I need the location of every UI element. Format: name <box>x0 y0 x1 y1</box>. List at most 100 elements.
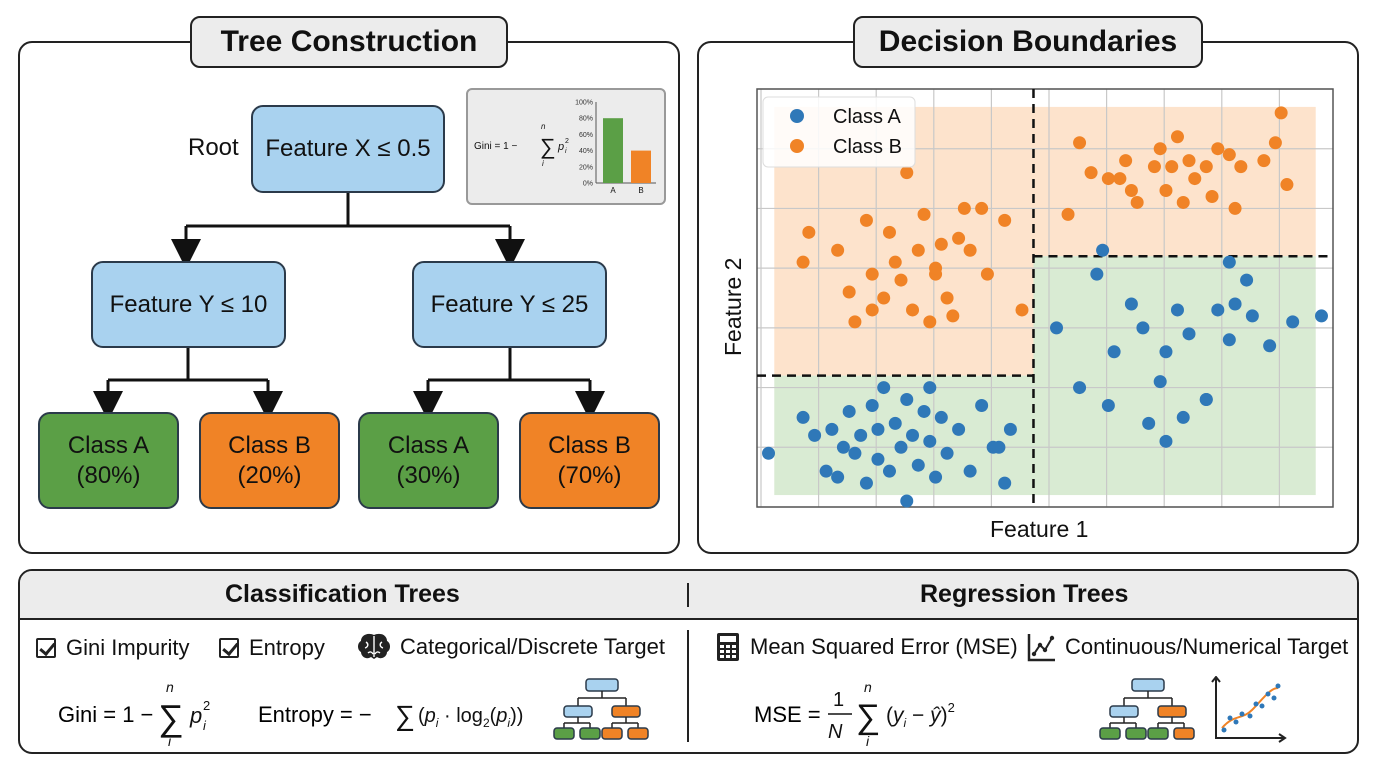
plot-grid <box>757 88 1333 508</box>
data-point <box>1199 160 1213 174</box>
inset-y-ticks: 100%80%60%40%20%0% <box>575 100 593 188</box>
trend-line-icon <box>1027 634 1055 662</box>
leaf-node-3: Class A(30%) <box>358 412 499 509</box>
svg-text:1: 1 <box>833 689 844 711</box>
data-point <box>900 494 914 508</box>
data-point <box>911 458 925 472</box>
data-point <box>900 166 914 180</box>
data-point <box>1222 148 1236 162</box>
data-point <box>1101 398 1115 412</box>
inset-y-tick: 40% <box>579 148 593 155</box>
entropy-item: Entropy <box>219 635 325 661</box>
gini-impurity-item: Gini Impurity <box>36 635 189 661</box>
data-point <box>929 261 943 275</box>
leaf-node-4: Class B(70%) <box>519 412 660 509</box>
region-class-b-right <box>1033 106 1316 257</box>
data-point <box>1084 166 1098 180</box>
continuous-target-label: Continuous/Numerical Target <box>1065 634 1349 659</box>
data-point <box>865 267 879 281</box>
inset-bar-a <box>603 118 623 183</box>
data-point <box>1130 195 1144 209</box>
data-point <box>796 255 810 269</box>
decision-boundaries-title: Decision Boundaries <box>853 16 1203 68</box>
calculator-icon <box>717 633 739 661</box>
data-point <box>1211 142 1225 156</box>
data-point <box>906 303 920 317</box>
data-point <box>882 464 896 478</box>
tree-connectors <box>93 193 605 421</box>
data-point <box>975 398 989 412</box>
data-point <box>1153 142 1167 156</box>
classification-formulas: Gini = 1 − ∑ n i p i 2 Entropy = − ∑ (pi… <box>58 679 523 749</box>
inset-y-tick: 80% <box>579 116 593 123</box>
data-point <box>1124 184 1138 198</box>
y-axis-label: Feature 2 <box>720 257 746 356</box>
data-point <box>802 225 816 239</box>
root-label: Root <box>188 134 239 161</box>
data-point <box>1280 178 1294 192</box>
brain-icon <box>358 633 390 659</box>
inset-bar-label: B <box>638 186 643 195</box>
data-point <box>975 201 989 215</box>
data-point <box>831 243 845 257</box>
data-point <box>1061 207 1075 221</box>
inset-formula-prefix: Gini = 1 − <box>474 141 518 152</box>
data-point <box>1228 201 1242 215</box>
checkbox-icon <box>36 638 56 658</box>
entropy-label: Entropy <box>249 635 325 660</box>
data-point <box>1245 309 1259 323</box>
gini-inset-graphic: Gini = 1 − ∑ n i p i 2 100%80%60%40%20%0… <box>474 100 656 195</box>
categorical-target-item: Categorical/Discrete Target <box>356 632 665 662</box>
data-point <box>998 476 1012 490</box>
mse-label: Mean Squared Error (MSE) <box>750 634 1018 659</box>
inset-bar-label: A <box>610 186 616 195</box>
mse-item: Mean Squared Error (MSE) <box>716 632 1018 662</box>
data-point <box>923 381 937 395</box>
entropy-formula-prefix: Entropy = − <box>258 702 372 727</box>
data-point <box>998 213 1012 227</box>
svg-text:∑: ∑ <box>856 698 880 736</box>
svg-text:i: i <box>168 733 172 749</box>
mini-tree-icon <box>553 678 649 740</box>
data-point <box>1159 184 1173 198</box>
data-point <box>1240 273 1254 287</box>
svg-text:2: 2 <box>565 138 569 145</box>
data-point <box>923 434 937 448</box>
tree-construction-title: Tree Construction <box>190 16 508 68</box>
root-node: Feature X ≤ 0.5 <box>251 105 445 193</box>
data-point <box>1222 333 1236 347</box>
data-point <box>940 291 954 305</box>
data-point <box>877 381 891 395</box>
series-class-a <box>762 243 1328 508</box>
mini-tree-icon <box>1099 678 1195 740</box>
data-point <box>1119 154 1133 168</box>
legend-marker <box>790 139 804 153</box>
data-point <box>1159 345 1173 359</box>
mse-formula-prefix: MSE = <box>754 702 821 727</box>
data-point <box>865 398 879 412</box>
gini-impurity-label: Gini Impurity <box>66 635 190 660</box>
data-point <box>1090 267 1104 281</box>
inset-y-tick: 0% <box>583 181 593 188</box>
data-point <box>1268 136 1282 150</box>
leaf-node-2: Class B(20%) <box>199 412 340 509</box>
inset-y-tick: 20% <box>579 164 593 171</box>
data-point <box>808 428 822 442</box>
classification-trees-title: Classification Trees <box>225 580 460 608</box>
svg-text:i: i <box>542 159 544 168</box>
svg-text:(yi − ŷ)2: (yi − ŷ)2 <box>886 700 955 730</box>
data-point <box>1159 434 1173 448</box>
data-point <box>1222 255 1236 269</box>
leaf-3-pct: (30%) <box>396 461 461 489</box>
right-split-node: Feature Y ≤ 25 <box>412 261 607 348</box>
data-point <box>917 404 931 418</box>
leaf-2-class: Class B <box>228 431 311 459</box>
data-point <box>1170 303 1184 317</box>
data-point <box>1073 136 1087 150</box>
data-point <box>1003 422 1017 436</box>
svg-text:p: p <box>189 703 202 728</box>
data-point <box>1182 154 1196 168</box>
data-point <box>888 416 902 430</box>
data-point <box>1234 160 1248 174</box>
data-point <box>1257 154 1271 168</box>
